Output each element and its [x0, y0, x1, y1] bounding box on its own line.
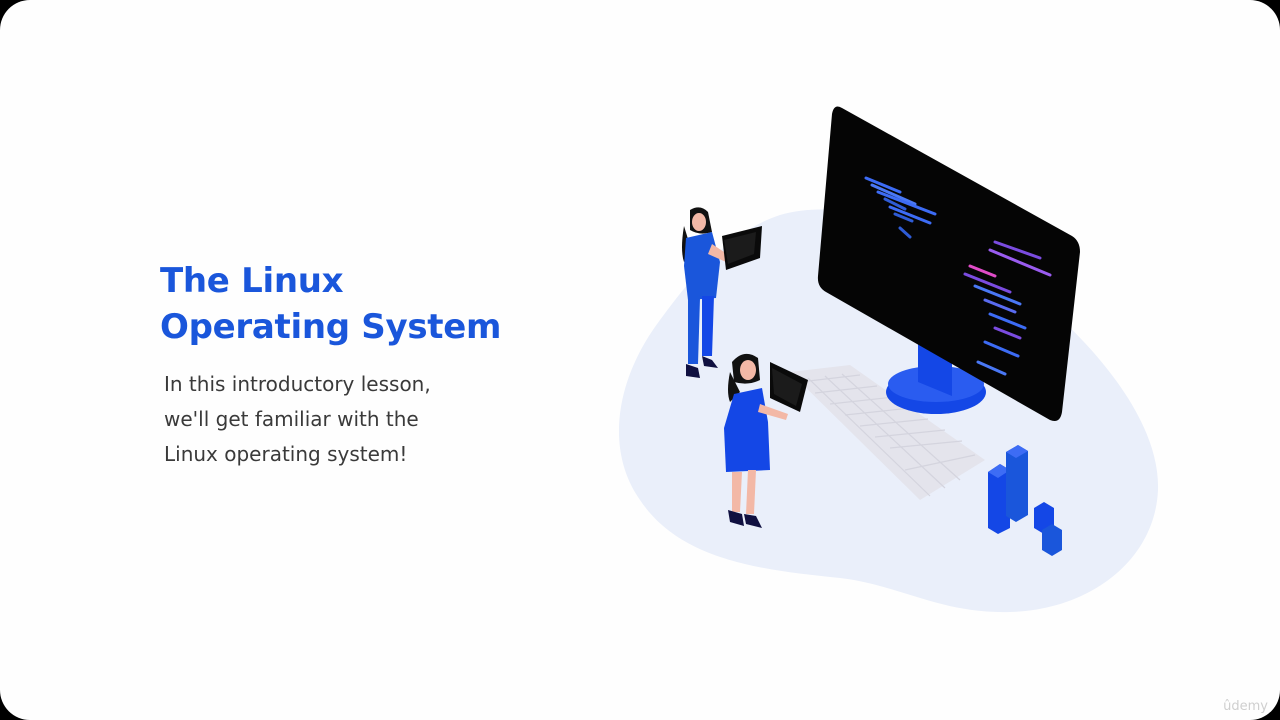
slide-title-line-2: Operating System: [160, 307, 502, 347]
monitor-stand: [886, 336, 986, 414]
slide-description-line-1: In this introductory lesson,: [164, 372, 431, 396]
chart-blocks-icon: [988, 445, 1062, 556]
monitor-icon: [817, 106, 1080, 421]
developers-with-computer-illustration: [618, 106, 1159, 613]
slide-title-line-1: The Linux: [160, 261, 344, 301]
keyboard-icon: [790, 365, 985, 500]
slide-description: In this introductory lesson, we'll get f…: [164, 367, 431, 472]
udemy-watermark: ûdemy: [1223, 699, 1268, 714]
woman-with-tablet: [682, 207, 762, 378]
slide-description-line-2: we'll get familiar with the: [164, 407, 419, 431]
slide-description-line-3: Linux operating system!: [164, 442, 408, 466]
woman-with-laptop: [724, 353, 808, 528]
slide-title: The Linux Operating System: [160, 258, 501, 350]
